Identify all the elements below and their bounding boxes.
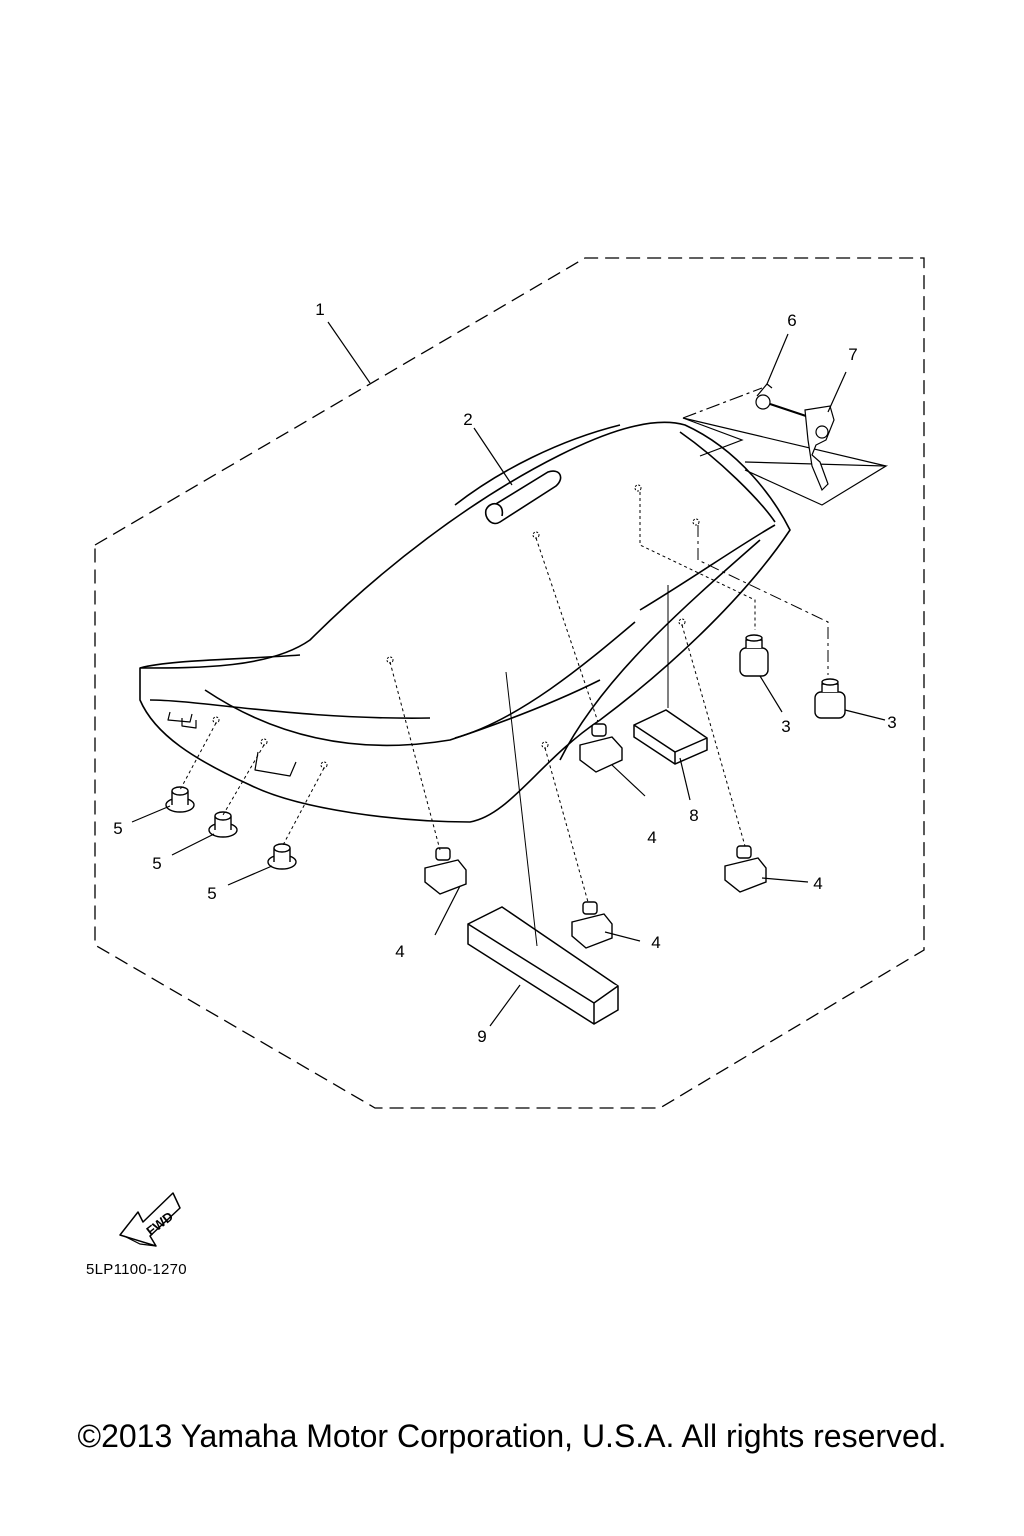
leader-lines bbox=[131, 321, 886, 1027]
foam-pads bbox=[467, 709, 708, 1025]
damper-blocks bbox=[424, 723, 767, 949]
callout-4a: 4 bbox=[647, 828, 656, 847]
callout-4c: 4 bbox=[651, 933, 660, 952]
callout-1: 1 bbox=[315, 300, 324, 319]
lock-pin-paths bbox=[639, 492, 829, 675]
callout-3b: 3 bbox=[887, 713, 896, 732]
callout-5c: 5 bbox=[207, 884, 216, 903]
callout-5a: 5 bbox=[113, 819, 122, 838]
grommet-parts bbox=[165, 786, 297, 870]
seat-strap bbox=[484, 470, 562, 525]
callout-5b: 5 bbox=[152, 854, 161, 873]
callout-labels: 1 2 3 3 4 4 4 4 5 5 5 6 7 8 9 bbox=[113, 300, 896, 1046]
seat-lock bbox=[682, 383, 889, 506]
damper-parts bbox=[739, 634, 846, 719]
callout-4d: 4 bbox=[813, 874, 822, 893]
callout-6: 6 bbox=[787, 311, 796, 330]
callout-8: 8 bbox=[689, 806, 698, 825]
fwd-arrow-icon: FWD bbox=[119, 1192, 181, 1247]
guide-lines bbox=[179, 537, 746, 947]
seat-assembly bbox=[139, 421, 791, 823]
callout-9: 9 bbox=[477, 1027, 486, 1046]
callout-2: 2 bbox=[463, 410, 472, 429]
callout-4b: 4 bbox=[395, 942, 404, 961]
assembly-boundary bbox=[94, 257, 925, 1109]
callout-7: 7 bbox=[848, 345, 857, 364]
callout-3a: 3 bbox=[781, 717, 790, 736]
drawing-code: 5LP1100-1270 bbox=[86, 1261, 187, 1278]
copyright-notice: ©2013 Yamaha Motor Corporation, U.S.A. A… bbox=[77, 1418, 947, 1454]
